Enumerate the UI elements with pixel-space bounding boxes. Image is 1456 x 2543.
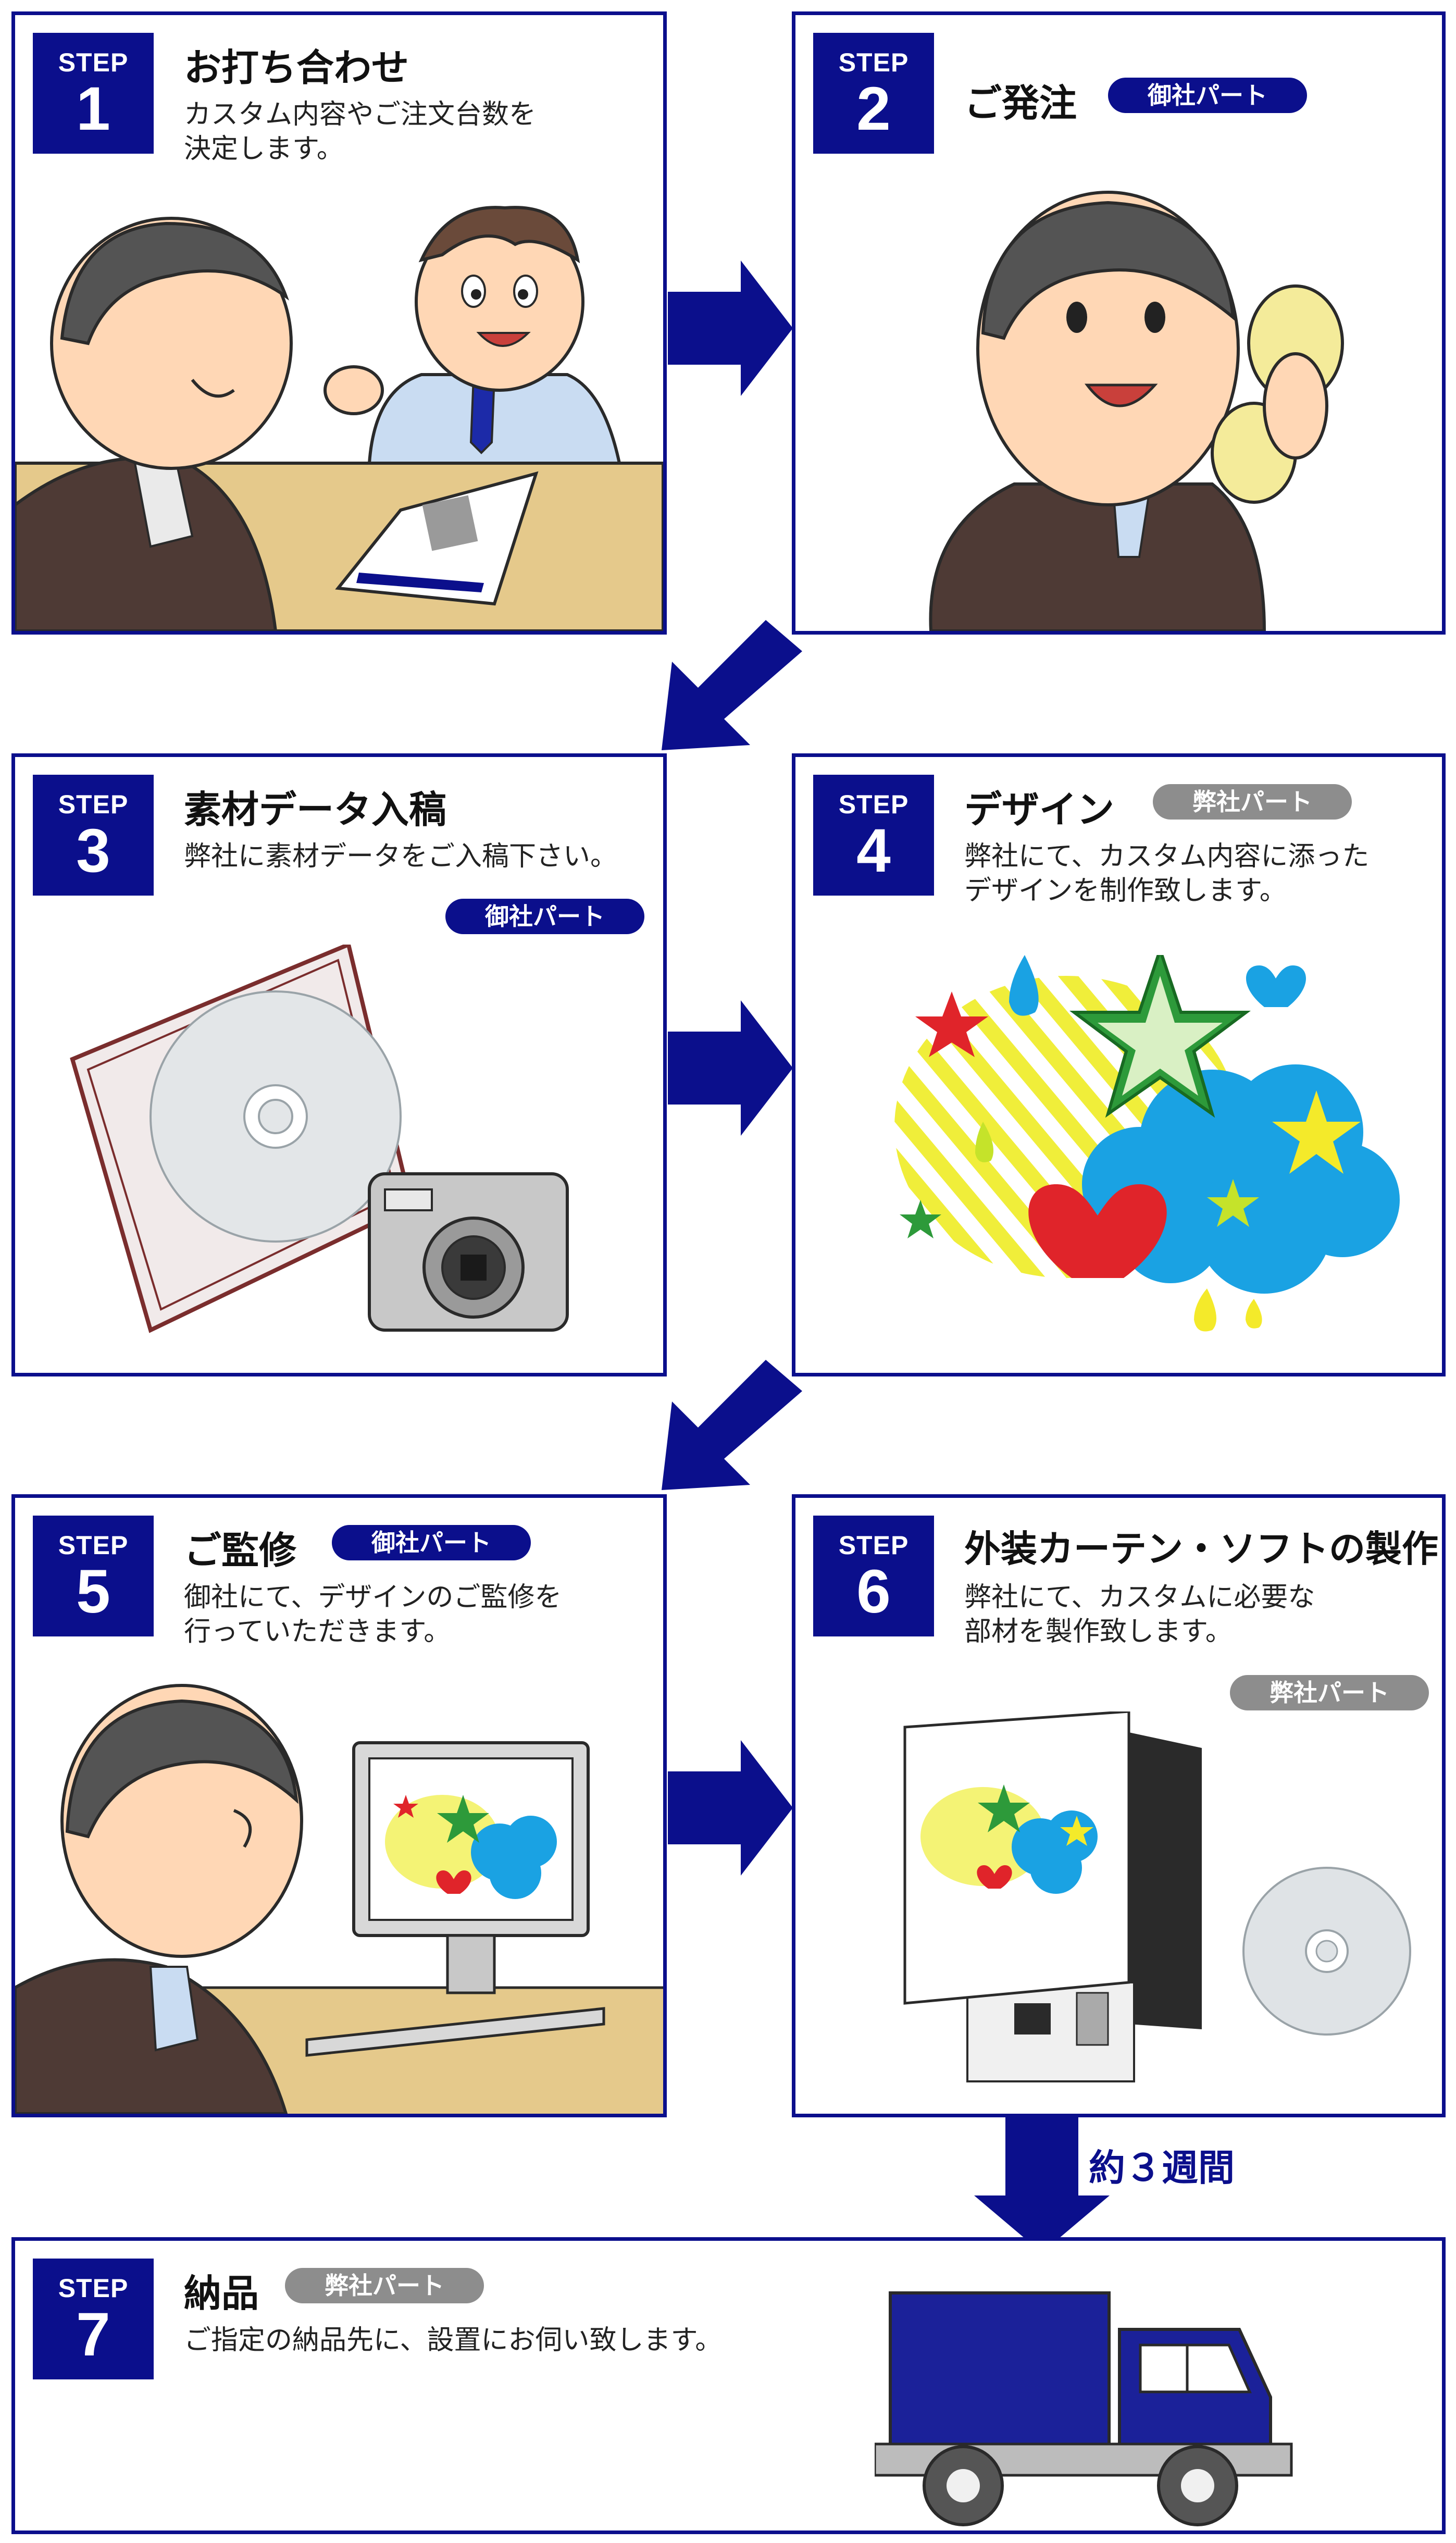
step-3-badge: STEP 3 bbox=[33, 775, 154, 896]
machine-and-disc-illustration bbox=[903, 1711, 1411, 2082]
step-description: 弊社に素材データをご入稿下さい。 bbox=[184, 841, 618, 872]
company-part-badge: 弊社パート bbox=[1153, 784, 1352, 820]
arrow-down-left-icon bbox=[662, 1360, 802, 1490]
arrow-right-icon bbox=[668, 1000, 793, 1136]
step-6-panel: STEP 6 外装カーテン・ソフトの製作 弊社にて、カスタムに必要な 部材を製作… bbox=[792, 1494, 1446, 2117]
step-title: デザイン bbox=[964, 788, 1115, 832]
delivery-truck-icon bbox=[875, 2291, 1293, 2526]
design-artwork-illustration bbox=[894, 955, 1400, 1332]
step-7-panel: STEP 7 納品 弊社パート ご指定の納品先に、設置にお伺い致します。 bbox=[11, 2237, 1446, 2534]
step-5-panel: STEP 5 ご監修 御社パート 御社にて、デザインのご監修を 行っていただきま… bbox=[11, 1494, 667, 2117]
arrow-right-icon bbox=[668, 260, 793, 396]
step-title: ご監修 bbox=[184, 1529, 297, 1572]
client-part-badge: 御社パート bbox=[445, 899, 644, 934]
step-2-panel: STEP 2 ご発注 御社パート bbox=[792, 11, 1446, 635]
meeting-illustration bbox=[15, 206, 663, 631]
step-title: 外装カーテン・ソフトの製作 bbox=[964, 1528, 1438, 1570]
step-7-badge: STEP 7 bbox=[33, 2259, 154, 2379]
step-description: カスタム内容やご注文台数を 決定します。 bbox=[184, 99, 537, 165]
step-label: STEP bbox=[58, 790, 129, 819]
step-title: 素材データ入稿 bbox=[184, 788, 447, 832]
step-description: 弊社にて、カスタム内容に添った デザインを制作致します。 bbox=[964, 841, 1370, 907]
arrow-down-left-icon bbox=[662, 620, 802, 750]
step-number: 2 bbox=[856, 75, 891, 143]
arrow-right-icon bbox=[668, 1740, 793, 1876]
company-part-badge: 弊社パート bbox=[1230, 1675, 1429, 1710]
step-5-badge: STEP 5 bbox=[33, 1516, 154, 1636]
duration-label: 約３週間 bbox=[1089, 2147, 1235, 2189]
company-part-badge: 弊社パート bbox=[285, 2268, 484, 2303]
step-label: STEP bbox=[838, 48, 909, 77]
step-number: 1 bbox=[76, 75, 110, 143]
step-label: STEP bbox=[838, 1531, 909, 1560]
step-label: STEP bbox=[58, 1531, 129, 1560]
step-description: 御社にて、デザインのご監修を 行っていただきます。 bbox=[184, 1582, 562, 1647]
step-description: 弊社にて、カスタムに必要な 部材を製作致します。 bbox=[964, 1582, 1315, 1647]
arrow-down-icon bbox=[974, 2117, 1110, 2253]
step-1-badge: STEP 1 bbox=[33, 33, 154, 154]
step-label: STEP bbox=[58, 2274, 129, 2303]
client-part-badge: 御社パート bbox=[332, 1525, 531, 1560]
step-6-badge: STEP 6 bbox=[813, 1516, 934, 1636]
step-title: 納品 bbox=[184, 2272, 259, 2315]
cd-and-camera-illustration bbox=[70, 945, 569, 1333]
step-2-badge: STEP 2 bbox=[813, 33, 934, 154]
step-4-panel: STEP 4 デザイン 弊社パート 弊社にて、カスタム内容に添った デザインを制… bbox=[792, 753, 1446, 1376]
step-title: ご発注 bbox=[964, 81, 1077, 125]
phone-call-illustration bbox=[929, 191, 1344, 631]
step-number: 4 bbox=[856, 816, 891, 885]
supervision-illustration bbox=[15, 1684, 663, 2114]
client-part-badge: 御社パート bbox=[1108, 78, 1307, 113]
step-number: 5 bbox=[76, 1557, 110, 1626]
step-1-panel: STEP 1 お打ち合わせ カスタム内容やご注文台数を 決定します。 bbox=[11, 11, 667, 635]
step-label: STEP bbox=[58, 48, 129, 77]
step-title: お打ち合わせ bbox=[184, 46, 409, 90]
step-number: 7 bbox=[76, 2300, 110, 2369]
step-4-badge: STEP 4 bbox=[813, 775, 934, 896]
step-label: STEP bbox=[838, 790, 909, 819]
step-3-panel: STEP 3 素材データ入稿 弊社に素材データをご入稿下さい。 御社パート bbox=[11, 753, 667, 1376]
step-number: 3 bbox=[76, 816, 110, 885]
step-description: ご指定の納品先に、設置にお伺い致します。 bbox=[184, 2325, 723, 2356]
step-number: 6 bbox=[856, 1557, 891, 1626]
